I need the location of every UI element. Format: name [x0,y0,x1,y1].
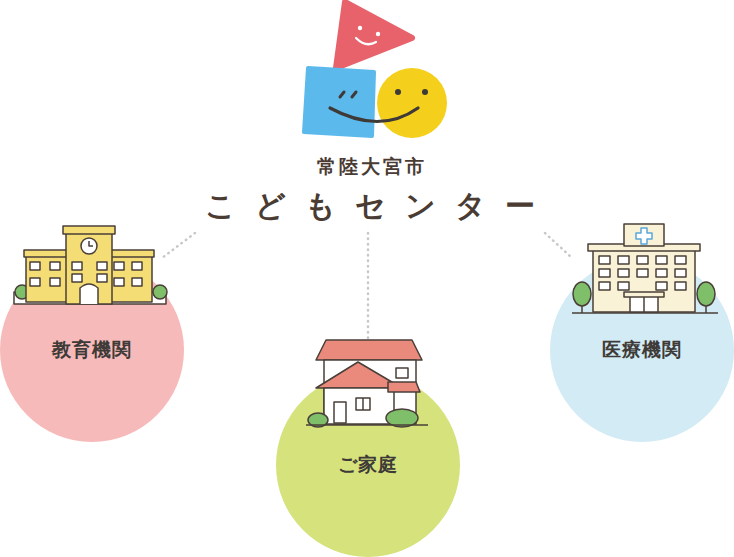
dotted-connector [545,233,572,258]
category-circle: 医療機関 [550,258,734,442]
hospital-illustration [572,224,718,313]
city-name: 常陸大宮市 [185,154,555,180]
circle-fill [0,258,184,442]
category-circle: 教育機関 [0,258,184,442]
center-name: こどもセンター [185,186,555,227]
dotted-connector [367,233,370,373]
category-label: 教育機関 [52,337,132,363]
house-illustration [306,340,428,427]
circle-fill [276,373,460,557]
school-illustration [14,226,167,304]
title-node: 常陸大宮市こどもセンター [181,150,559,231]
category-label: 医療機関 [602,337,682,363]
circle-fill [550,258,734,442]
category-circle: ご家庭 [276,373,460,557]
category-label: ご家庭 [338,452,398,478]
dotted-connector [162,233,195,258]
logo [304,2,447,138]
